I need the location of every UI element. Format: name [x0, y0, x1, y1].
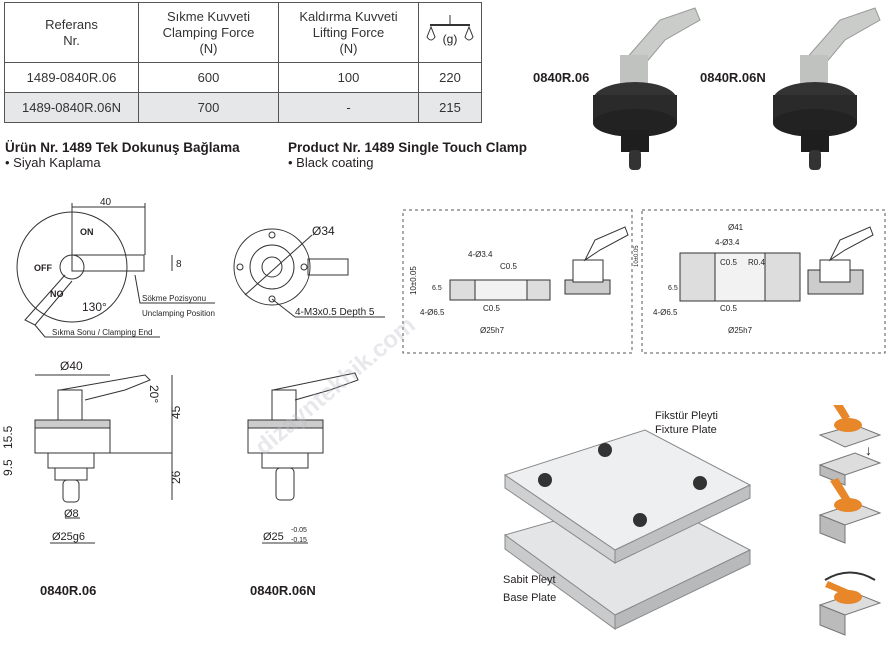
svg-text:ON: ON — [80, 227, 94, 237]
photo-label-b: 0840R.06N — [700, 70, 766, 85]
step-icons: ↓ — [818, 405, 882, 636]
heading-en: Product Nr. 1489 Single Touch Clamp• Bla… — [288, 140, 528, 170]
svg-text:OFF: OFF — [34, 263, 52, 273]
svg-text:0840R.06: 0840R.06 — [40, 583, 96, 598]
svg-text:Base Plate: Base Plate — [503, 592, 556, 604]
product-photo-a — [593, 7, 701, 170]
top-view-drawing: 40 8 ON OFF NO 130° Sökme Pozisyonu Uncl… — [16, 197, 385, 338]
svg-text:Ø34: Ø34 — [312, 224, 335, 238]
mounting-drawings: 4-Ø3.4 C0.5 10±0.05 6.5 4-Ø6.5 C0.5 Ø25h… — [402, 209, 886, 354]
mount-detail-1: 4-Ø3.4 C0.5 10±0.05 6.5 4-Ø6.5 C0.5 Ø25h… — [409, 226, 629, 335]
heading-tr: Ürün Nr. 1489 Tek Dokunuş Bağlama• Siyah… — [5, 140, 240, 170]
plates-illustration: Fikstür Pleyti Fixture Plate Sabit Pleyt… — [503, 405, 882, 636]
svg-text:Sökme Pozisyonu: Sökme Pozisyonu — [142, 294, 206, 303]
svg-text:4-Ø6.5: 4-Ø6.5 — [653, 308, 678, 317]
side-view-a — [34, 374, 173, 544]
scale-icon: (g) — [426, 14, 474, 46]
svg-text:C0.5: C0.5 — [500, 262, 517, 271]
svg-text:4-Ø6.5: 4-Ø6.5 — [420, 308, 445, 317]
svg-text:15.5: 15.5 — [1, 425, 15, 449]
svg-text:26: 26 — [169, 470, 183, 484]
mount-detail-2: Ø41 4-Ø3.4 C0.5 R0.4 10±0.05 6.5 4-Ø6.5 … — [634, 223, 874, 335]
height-10-label: 10±0.05 — [409, 266, 418, 295]
svg-text:6.5: 6.5 — [432, 285, 442, 292]
svg-text:45: 45 — [169, 405, 183, 419]
side-view-drawings: Ø40 20° 45 26 15.5 9.5 Ø8 Ø25g6 0840R.06… — [1, 359, 359, 598]
svg-text:20°: 20° — [147, 385, 161, 403]
svg-text:4-M3x0.5 Depth 5: 4-M3x0.5 Depth 5 — [295, 307, 375, 318]
svg-text:C0.5: C0.5 — [483, 304, 500, 313]
svg-text:-0.15: -0.15 — [291, 537, 307, 544]
svg-text:R0.4: R0.4 — [748, 258, 765, 267]
svg-text:10±0.05: 10±0.05 — [634, 245, 640, 267]
svg-text:Fikstür Pleyti: Fikstür Pleyti — [655, 410, 718, 422]
svg-text:Ø25: Ø25 — [263, 531, 284, 543]
svg-text:↓: ↓ — [865, 442, 872, 458]
svg-text:Ø25h7: Ø25h7 — [728, 326, 753, 335]
side-view-b — [247, 372, 359, 544]
svg-text:Sıkma Sonu / Clamping End: Sıkma Sonu / Clamping End — [52, 328, 153, 337]
svg-text:Ø41: Ø41 — [728, 223, 744, 232]
svg-text:C0.5: C0.5 — [720, 258, 737, 267]
svg-text:Ø25h7: Ø25h7 — [480, 326, 505, 335]
step-1-icon: ↓ — [818, 405, 882, 486]
svg-text:0840R.06N: 0840R.06N — [250, 583, 316, 598]
svg-text:(g): (g) — [443, 32, 458, 46]
svg-text:8: 8 — [176, 259, 182, 270]
svg-text:NO: NO — [50, 289, 64, 299]
svg-text:-0.05: -0.05 — [291, 527, 307, 534]
svg-text:Fixture Plate: Fixture Plate — [655, 424, 717, 436]
svg-text:9.5: 9.5 — [1, 459, 15, 476]
svg-text:Ø8: Ø8 — [64, 508, 79, 520]
product-photos — [593, 7, 881, 170]
svg-text:Ø25g6: Ø25g6 — [52, 531, 85, 543]
svg-text:40: 40 — [100, 197, 112, 208]
col-weight: (g) — [418, 2, 482, 63]
svg-text:C0.5: C0.5 — [720, 304, 737, 313]
svg-text:Unclamping Position: Unclamping Position — [142, 309, 215, 318]
product-photo-b — [773, 7, 881, 170]
svg-text:4-Ø3.4: 4-Ø3.4 — [468, 250, 493, 259]
svg-text:130°: 130° — [82, 300, 107, 314]
step-2-icon — [818, 478, 882, 544]
svg-text:4-Ø3.4: 4-Ø3.4 — [715, 238, 740, 247]
svg-text:6.5: 6.5 — [668, 285, 678, 292]
photo-label-a: 0840R.06 — [533, 70, 590, 85]
svg-text:Ø40: Ø40 — [60, 359, 83, 373]
svg-text:Sabit Pleyt: Sabit Pleyt — [503, 574, 556, 586]
bottom-view — [233, 228, 385, 318]
step-3-icon — [818, 571, 882, 636]
